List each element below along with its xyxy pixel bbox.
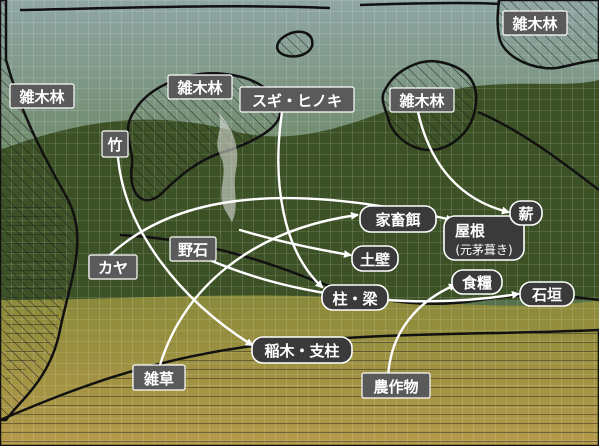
label-zoki-right-text: 雑木林: [398, 92, 445, 110]
label-tsuchikabe-text: 土壁: [360, 251, 390, 269]
label-noishi-text: 野石: [178, 241, 208, 259]
label-inaki-shichu-text: 稲木・支柱: [264, 342, 339, 360]
arrow-take-to-inaki: [116, 156, 254, 347]
label-zoki-center: 雑木林: [167, 74, 233, 100]
label-hashira-hari-text: 柱・梁: [332, 290, 378, 308]
label-zoki-top-right-text: 雑木林: [511, 15, 558, 33]
label-zassou: 雑草: [132, 364, 186, 391]
label-zoki-left: 雑木林: [9, 83, 75, 109]
label-maki: 薪: [509, 200, 543, 226]
region-left-slope-lines: [6, 200, 66, 380]
label-take-text: 竹: [106, 136, 122, 154]
label-maki-text: 薪: [518, 205, 533, 223]
label-zoki-top-right: 雑木林: [502, 10, 568, 36]
label-yane-note: (元茅葺き): [455, 243, 512, 257]
label-noishi: 野石: [169, 236, 217, 262]
label-zoki-left-text: 雑木林: [18, 88, 65, 106]
arrow-sugi-to-hashira: [277, 110, 324, 289]
label-kaya: カヤ: [88, 254, 138, 280]
label-sugi-hinoki: スギ・ヒノキ: [239, 86, 355, 113]
arrow-zoki-to-maki: [416, 110, 510, 215]
target-labels: 家畜餌 土壁 柱・梁 屋根 (元茅葺き) 薪 食糧 石垣 稲木・支: [251, 200, 575, 364]
label-nousakubutsu-text: 農作物: [373, 378, 418, 396]
label-zoki-right: 雑木林: [389, 87, 455, 113]
arrow-nousakubutsu-to-shokuryo: [386, 283, 457, 380]
label-hashira-hari: 柱・梁: [321, 284, 389, 311]
label-kachikushi-text: 家畜餌: [375, 211, 420, 229]
label-inaki-shichu: 稲木・支柱: [251, 336, 353, 364]
label-zassou-text: 雑草: [143, 370, 174, 388]
label-ishigaki-text: 石垣: [531, 286, 562, 304]
label-sugi-hinoki-text: スギ・ヒノキ: [252, 92, 342, 110]
label-take: 竹: [101, 130, 129, 158]
label-yane: 屋根 (元茅葺き): [443, 215, 525, 261]
smoke: [217, 112, 238, 222]
label-nousakubutsu: 農作物: [361, 372, 431, 399]
label-yane-text: 屋根: [455, 222, 485, 240]
label-ishigaki: 石垣: [519, 281, 575, 307]
label-zoki-center-text: 雑木林: [176, 79, 223, 97]
region-forest-outline: [19, 1, 599, 191]
label-kaya-text: カヤ: [98, 259, 128, 277]
region-zoki-topcenter: [276, 30, 314, 58]
arrow-zassou-to-kachikushi: [156, 211, 359, 374]
label-kachikushi: 家畜餌: [359, 205, 437, 233]
label-shokuryo-text: 食糧: [462, 274, 492, 292]
label-shokuryo: 食糧: [451, 269, 503, 295]
arrow-sugi-to-tsuchikabe: [238, 228, 352, 258]
label-tsuchikabe: 土壁: [351, 245, 399, 272]
source-labels: 雑木林 雑木林 雑木林 雑木林 スギ・ヒノキ 竹 カヤ 野石: [9, 10, 568, 399]
